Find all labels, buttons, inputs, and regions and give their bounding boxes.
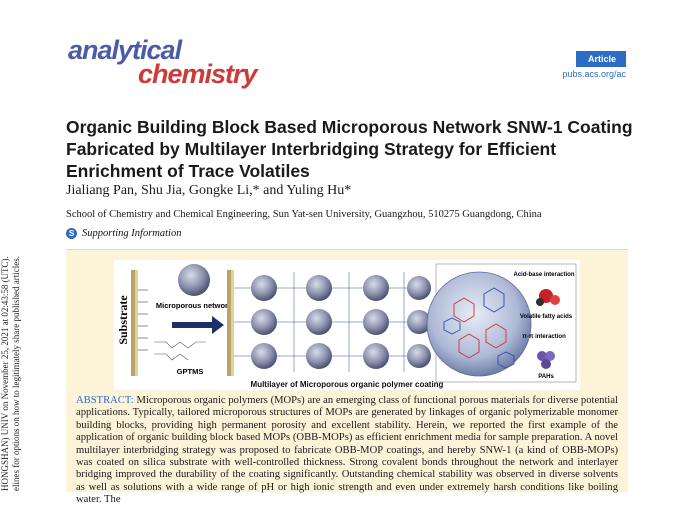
logo-analytical: analytical (68, 35, 182, 65)
svg-text:Acid-base interaction: Acid-base interaction (513, 272, 574, 278)
gptms-label: GPTMS (177, 367, 204, 376)
abstract-label: ABSTRACT: (76, 395, 134, 406)
gptms-molecule (154, 341, 206, 361)
microporous-network-sphere (178, 264, 210, 296)
substrate-bar-right (227, 270, 234, 376)
acid-base-interaction-panel: Acid-base interaction Volatile fatty aci… (513, 272, 574, 320)
side-note-line-2: elines for options on how to legitimatel… (11, 256, 21, 491)
supporting-info-icon: S (66, 228, 77, 239)
microporous-label: Microporous network (156, 301, 233, 310)
supporting-info-label: Supporting Information (82, 228, 182, 239)
side-note-line-1: HONGSHAN) UNIV on November 25, 2021 at 0… (0, 256, 10, 491)
magnified-network (426, 263, 577, 383)
abstract-text: ABSTRACT: Microporous organic polymers (… (76, 395, 618, 507)
pi-pi-interaction-panel: π-π interaction PAHs (522, 334, 566, 380)
toc-graphic: Substrate Microporous network GPTMS (114, 260, 580, 390)
svg-text:Volatile fatty acids: Volatile fatty acids (520, 314, 573, 320)
multilayer-coating (234, 272, 431, 372)
paper-title: Organic Building Block Based Microporous… (66, 117, 633, 181)
supporting-information-link[interactable]: S Supporting Information (66, 228, 181, 239)
substrate-label: Substrate (116, 295, 130, 345)
paper-authors: Jialiang Pan, Shu Jia, Gongke Li,* and Y… (66, 183, 352, 198)
abstract-section: Substrate Microporous network GPTMS (66, 249, 628, 505)
substrate-bar-left (131, 270, 138, 376)
toc-figure-svg: Substrate Microporous network GPTMS (116, 263, 577, 383)
journal-url-link[interactable]: pubs.acs.org/ac (562, 69, 626, 79)
article-type-badge: Article (575, 51, 626, 67)
download-side-note: HONGSHAN) UNIV on November 25, 2021 at 0… (0, 240, 26, 491)
paper-affiliation: School of Chemistry and Chemical Enginee… (66, 209, 542, 220)
journal-logo[interactable]: analytical chemistry (68, 35, 258, 89)
svg-text:PAHs: PAHs (538, 374, 554, 380)
abstract-body: Microporous organic polymers (MOPs) are … (76, 395, 618, 506)
toc-caption: Multilayer of Microporous organic polyme… (250, 380, 444, 389)
svg-text:π-π interaction: π-π interaction (522, 334, 566, 340)
silanol-groups-left (138, 289, 148, 351)
logo-chemistry: chemistry (138, 59, 258, 89)
process-arrow (172, 316, 224, 334)
